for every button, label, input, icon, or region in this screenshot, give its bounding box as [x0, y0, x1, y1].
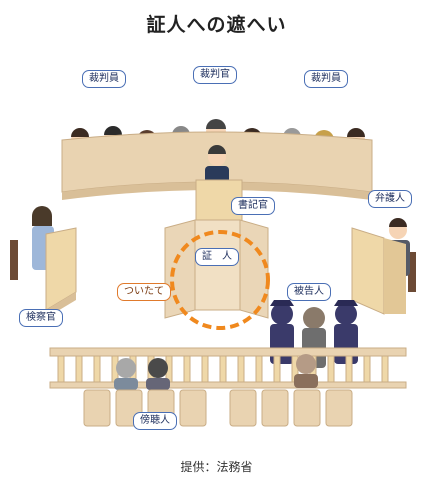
label-screen: ついたて — [117, 283, 171, 301]
label-lay-judge-right: 裁判員 — [304, 70, 348, 88]
label-defendant: 被告人 — [287, 283, 331, 301]
prosecutor-figure — [10, 206, 54, 280]
label-witness: 証 人 — [195, 248, 239, 266]
defense-desk — [351, 227, 385, 315]
witness-screen — [164, 219, 269, 319]
page-title: 証人への遮へい — [146, 14, 287, 36]
label-prosecutor: 検察官 — [19, 309, 63, 327]
screen-highlight-circle — [170, 230, 270, 330]
gallery-rail — [49, 347, 407, 389]
label-defense-attorney: 弁護人 — [368, 190, 412, 208]
label-gallery: 傍聴人 — [133, 412, 177, 430]
label-judge-center: 裁判官 — [193, 66, 237, 84]
label-lay-judge-left: 裁判員 — [82, 70, 126, 88]
gallery-audience — [114, 354, 318, 390]
gallery-seats — [83, 389, 353, 427]
courtroom-illustration — [10, 119, 416, 427]
image-credit: 提供：法務省 — [180, 460, 253, 474]
label-clerk: 書記官 — [231, 197, 275, 215]
